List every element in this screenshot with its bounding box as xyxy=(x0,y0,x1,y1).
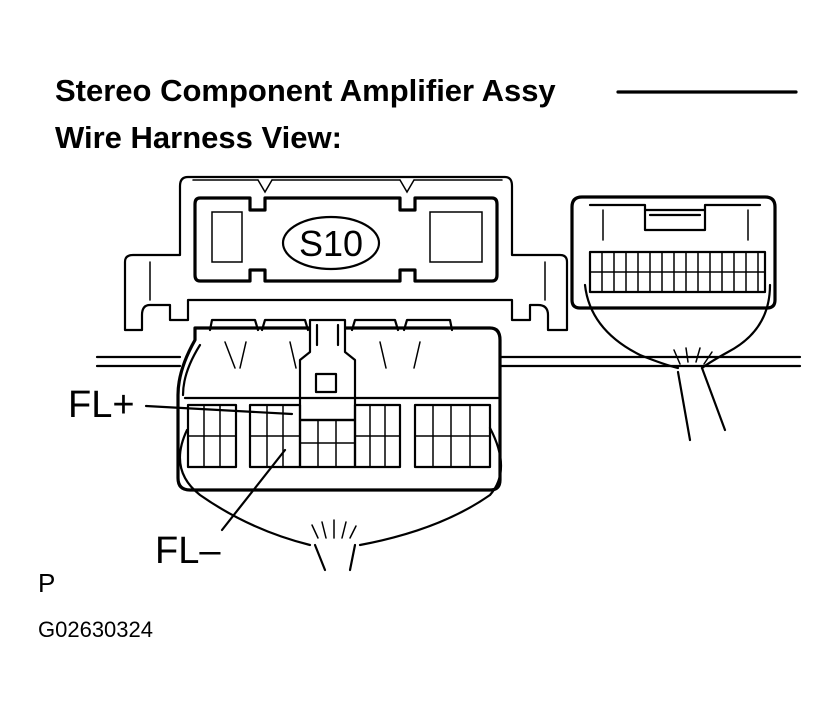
connector-mounting-bracket xyxy=(123,175,569,332)
center-locking-tab xyxy=(298,318,357,422)
diagram-title-line-1: Stereo Component Amplifier Assy xyxy=(55,73,556,108)
terminal-block-right xyxy=(413,403,492,469)
mounting-rail xyxy=(95,355,802,368)
fl-minus-label: FL– xyxy=(155,530,221,572)
s10-connector-plate: S10 xyxy=(193,196,499,283)
view-letter: P xyxy=(38,568,55,598)
connector-id-label: S10 xyxy=(299,223,363,264)
fl-plus-label: FL+ xyxy=(68,384,135,426)
terminal-block-center xyxy=(298,418,357,469)
main-harness-connector xyxy=(176,318,502,572)
fl-plus-leader-line xyxy=(144,404,294,416)
diagram-title-line-2: Wire Harness View: xyxy=(55,120,342,155)
fl-minus-callout: FL– xyxy=(155,448,287,572)
connector-id-ellipse xyxy=(281,215,381,271)
fl-minus-leader-line xyxy=(220,448,287,532)
figure-code: G02630324 xyxy=(38,617,153,642)
side-connector xyxy=(570,195,777,442)
fl-plus-callout: FL+ xyxy=(68,384,294,426)
terminal-block-left xyxy=(186,403,238,469)
terminal-block-center-right xyxy=(353,403,402,469)
